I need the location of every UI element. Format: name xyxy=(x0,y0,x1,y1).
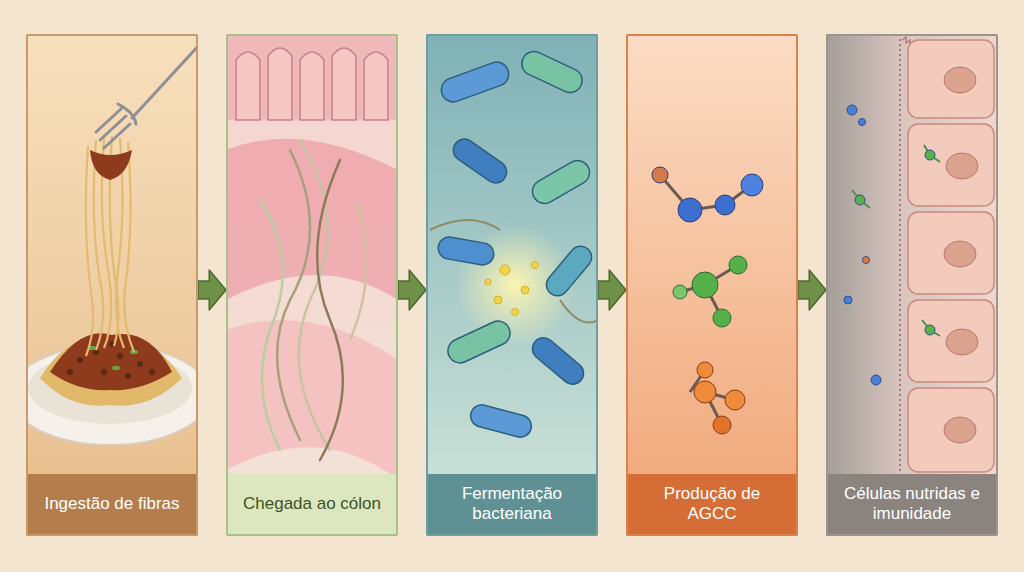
step-label: Chegada ao cólon xyxy=(243,494,381,514)
pasta-illustration xyxy=(26,34,198,536)
molecule-illustration xyxy=(626,34,798,536)
flow-arrow xyxy=(798,270,826,310)
step-label: Fermentação bacteriana xyxy=(443,484,581,525)
step-label: Produção de AGCC xyxy=(643,484,781,525)
bacteria-illustration xyxy=(426,34,598,536)
step-label: Células nutridas e imunidade xyxy=(843,484,981,525)
label-band: Ingestão de fibras xyxy=(28,474,196,534)
label-band: Produção de AGCC xyxy=(628,474,796,534)
colon-illustration xyxy=(226,34,398,536)
step-panel: Células nutridas e imunidade xyxy=(826,34,998,536)
flow-arrow xyxy=(198,270,226,310)
step-panel: Ingestão de fibras xyxy=(26,34,198,536)
step-label: Ingestão de fibras xyxy=(44,494,179,514)
flow-arrow xyxy=(398,270,426,310)
label-band: Células nutridas e imunidade xyxy=(828,474,996,534)
step-panel: Fermentação bacteriana xyxy=(426,34,598,536)
step-panel: Produção de AGCC xyxy=(626,34,798,536)
label-band: Fermentação bacteriana xyxy=(428,474,596,534)
label-band: Chegada ao cólon xyxy=(228,474,396,534)
cells-illustration xyxy=(826,34,998,536)
step-panel: Chegada ao cólon xyxy=(226,34,398,536)
flow-arrow xyxy=(598,270,626,310)
